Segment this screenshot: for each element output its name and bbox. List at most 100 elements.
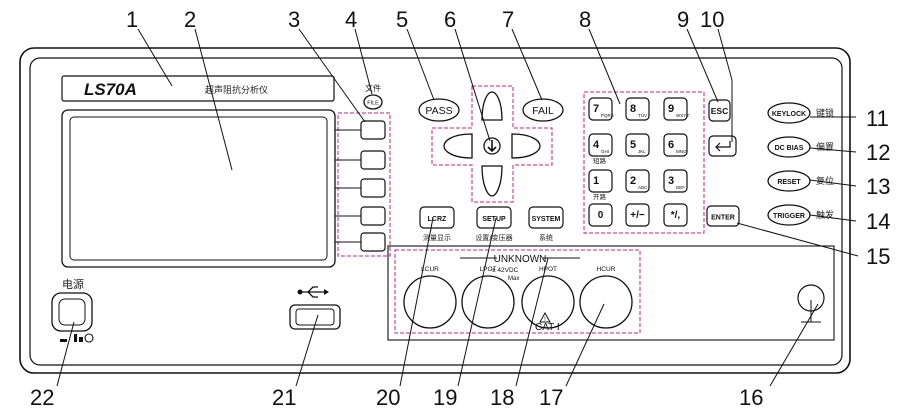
- numpad-key-letters: JKL: [638, 149, 646, 154]
- numpad-key-digit: 2: [630, 175, 636, 187]
- side-key-label: TRIGGER: [773, 213, 805, 220]
- numpad-key-digit: 6: [668, 139, 674, 151]
- soft-key-4[interactable]: [335, 206, 386, 226]
- numpad-key-body[interactable]: [588, 133, 613, 157]
- model-name: LS70A: [84, 80, 137, 99]
- bnc-terminal[interactable]: HPOT: [521, 266, 575, 329]
- callout-8: 8: [579, 7, 591, 32]
- callout-21: 21: [272, 385, 296, 410]
- terminal-label: HPOT: [539, 266, 557, 273]
- function-key-body[interactable]: [419, 206, 455, 229]
- side-key-body[interactable]: [767, 170, 811, 192]
- side-key-body[interactable]: [767, 102, 811, 124]
- display-inner: [69, 116, 328, 261]
- bnc-terminal[interactable]: LPOT: [461, 266, 515, 329]
- power-label: 电源: [62, 277, 84, 291]
- function-key-label: LCRZ: [428, 216, 447, 223]
- numpad-key[interactable]: */,: [663, 203, 688, 227]
- soft-key-1[interactable]: [335, 120, 386, 140]
- soft-keys: [335, 112, 391, 257]
- bnc-terminal[interactable]: LCUR: [403, 266, 457, 329]
- callout-14: 14: [866, 209, 890, 234]
- bnc-terminal-body[interactable]: [403, 275, 457, 329]
- file-key-cn: 文件: [365, 83, 381, 93]
- soft-key-3[interactable]: [335, 178, 386, 198]
- numpad-key-body[interactable]: [663, 203, 688, 227]
- callout-22: 22: [30, 385, 54, 410]
- numpad-key-caption: 短路: [593, 156, 607, 165]
- numpad-key-body[interactable]: [663, 169, 688, 193]
- callout-7: 7: [502, 7, 514, 32]
- numpad-key-digit: 1: [593, 175, 599, 187]
- file-button[interactable]: [363, 94, 383, 110]
- function-key-body[interactable]: [528, 206, 564, 229]
- numpad-key-digit: 3: [668, 175, 674, 187]
- function-key[interactable]: SETUP 设置/变压器: [475, 206, 513, 242]
- usb-port[interactable]: [289, 304, 341, 330]
- numpad-key-body[interactable]: [625, 203, 650, 227]
- arrow-right-button[interactable]: [511, 133, 541, 159]
- numpad-key-body[interactable]: [663, 133, 688, 157]
- numpad-key-body[interactable]: [663, 97, 688, 121]
- callout-1: 1: [126, 7, 138, 32]
- numpad-key[interactable]: +/−: [625, 203, 650, 227]
- arrow-down-button[interactable]: [481, 165, 503, 197]
- numpad-key-body[interactable]: [625, 169, 650, 193]
- bnc-terminal-body[interactable]: [579, 275, 633, 329]
- callout-6: 6: [444, 7, 456, 32]
- bnc-terminal[interactable]: HCUR: [579, 266, 633, 329]
- unknown-label: UNKNOWN: [494, 254, 547, 265]
- callout-20: 20: [376, 385, 400, 410]
- arrow-left-button[interactable]: [443, 133, 473, 159]
- callout-5: 5: [396, 7, 408, 32]
- side-key-label: DC BIAS: [775, 145, 804, 152]
- enter-button[interactable]: [706, 205, 740, 227]
- terminal-label: HCUR: [597, 266, 616, 273]
- numpad-key-digit: 4: [593, 139, 600, 151]
- down-arrow-icon: [487, 140, 497, 153]
- soft-key-2[interactable]: [335, 150, 386, 170]
- terminal-panel: [387, 245, 835, 341]
- numpad-key-body[interactable]: [625, 97, 650, 121]
- numpad-key-body[interactable]: [588, 97, 613, 121]
- callout-2: 2: [184, 7, 196, 32]
- numpad-key-letters: WXYZ: [676, 113, 689, 118]
- callout-4: 4: [345, 7, 357, 32]
- numpad-key-digit: 9: [668, 103, 674, 115]
- numpad-key-body[interactable]: [588, 203, 613, 227]
- bnc-terminal-body[interactable]: [461, 275, 515, 329]
- side-key-body[interactable]: [767, 136, 811, 158]
- numpad-key-body[interactable]: [588, 169, 613, 193]
- soft-key-5[interactable]: [335, 232, 386, 252]
- function-key-label: SETUP: [482, 216, 506, 223]
- usb-icon: [297, 286, 329, 298]
- esc-button[interactable]: [708, 99, 731, 122]
- numpad-key[interactable]: 0: [588, 203, 613, 227]
- numpad-key[interactable]: 1开路: [588, 169, 613, 201]
- function-key-caption: 设置/变压器: [475, 233, 512, 242]
- warning-icon: [539, 311, 551, 323]
- backspace-button[interactable]: [708, 135, 737, 157]
- arrow-up-button[interactable]: [481, 91, 503, 121]
- bnc-terminal-body[interactable]: [521, 275, 575, 329]
- numpad-key-digit: +/−: [630, 210, 645, 221]
- numpad-key-body[interactable]: [625, 133, 650, 157]
- side-key-label: KEYLOCK: [772, 111, 806, 118]
- leader-lines: [56, 28, 859, 387]
